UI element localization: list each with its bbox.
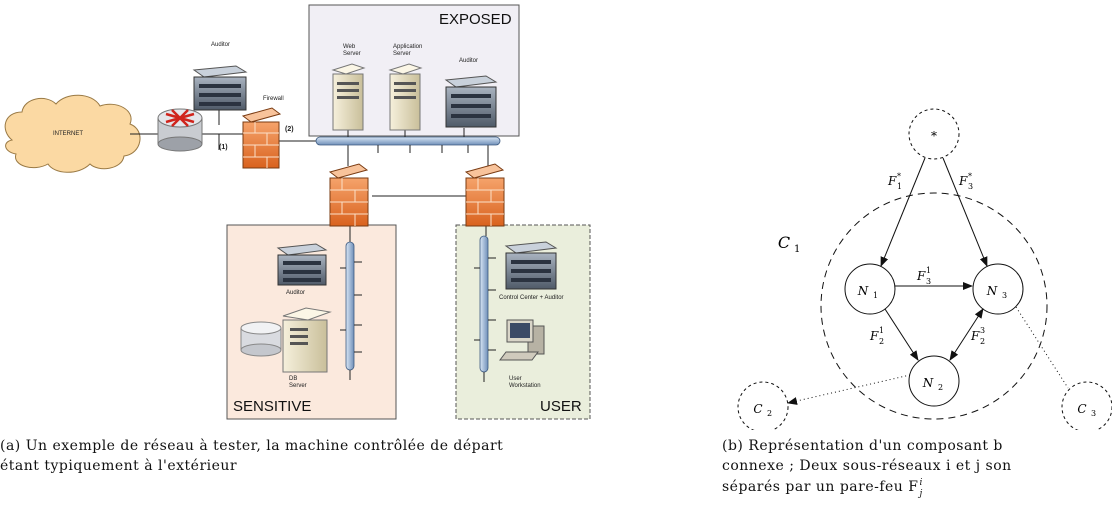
auditor-sensitive-label: Auditor xyxy=(286,290,306,296)
control-center-label: Control Center + Auditor xyxy=(499,295,564,301)
node-n1 xyxy=(844,263,896,315)
component-c2-label: C xyxy=(753,402,762,416)
control-center-icon xyxy=(504,241,558,290)
node-n3-label: N xyxy=(986,284,998,298)
database-icon xyxy=(240,321,282,357)
external-node-label: * xyxy=(931,129,937,143)
caption-b-sub: j xyxy=(919,489,923,499)
application-server-label: Application Server xyxy=(393,44,423,57)
caption-a-line1: (a) Un exemple de réseau à tester, la ma… xyxy=(0,438,504,454)
zone-label-user: USER xyxy=(540,398,582,415)
internet-label: INTERNET xyxy=(53,131,83,137)
user-bus xyxy=(479,235,489,373)
node-n2-label: N xyxy=(922,376,934,390)
zone-label-exposed: EXPOSED xyxy=(439,11,512,28)
edge-f2-1 xyxy=(884,308,919,361)
firewall-sensitive-icon xyxy=(328,163,369,227)
caption-a-line2: étant typiquement à l'extérieur xyxy=(0,458,238,474)
node-n2 xyxy=(908,355,960,407)
auditor-sensitive-icon xyxy=(276,243,328,286)
edge-f3-star xyxy=(942,157,988,267)
caption-b-line2: connexe ; Deux sous-réseaux i et j son xyxy=(722,458,1012,474)
sensitive-bus xyxy=(345,241,355,371)
auditor-exposed-icon xyxy=(444,75,498,128)
edge-f3-1-sub: 3 xyxy=(926,277,931,286)
edge-f2-1-label: F xyxy=(869,329,879,343)
internet-cloud xyxy=(4,94,141,173)
edge-f2-3-sub: 2 xyxy=(980,337,985,346)
component-c1-boundary xyxy=(820,192,1048,420)
node-n3-sub: 3 xyxy=(1002,291,1007,300)
auditor-top-icon xyxy=(192,65,248,111)
db-server-icon xyxy=(282,307,332,373)
edge-to-c2 xyxy=(787,374,911,405)
firewall-user-icon xyxy=(464,163,505,227)
link-1-label: (1) xyxy=(219,144,228,151)
edge-f1-star-label: F xyxy=(887,174,897,188)
application-server-icon xyxy=(388,63,423,131)
edge-f2-1-sub: 2 xyxy=(879,337,884,346)
web-server-label: Web Server xyxy=(343,44,361,57)
component-graph: * N 1 N 3 N 2 C 1 C 2 C 3 F 1 * F 3 * F … xyxy=(737,108,1112,430)
edge-f2-1-sup: 1 xyxy=(879,326,884,335)
network-diagram xyxy=(4,4,591,420)
auditor-exposed-label: Auditor xyxy=(459,58,479,64)
edge-to-c3 xyxy=(1015,306,1069,389)
user-workstation-label: User Workstation xyxy=(509,376,541,389)
edge-f3-star-sub: 3 xyxy=(968,182,973,191)
edge-f3-1-sup: 1 xyxy=(926,266,931,275)
component-c1-sub: 1 xyxy=(794,244,800,255)
node-n1-sub: 1 xyxy=(873,291,878,300)
workstation-icon xyxy=(499,319,545,361)
caption-b-line3-text: séparés par un pare-feu F xyxy=(722,479,919,495)
router-icon xyxy=(157,108,203,152)
edge-f2-3 xyxy=(949,308,984,361)
caption-b-line1: (b) Représentation d'un composant b xyxy=(722,438,1003,454)
db-server-label: DB Server xyxy=(289,376,307,389)
exposed-bus xyxy=(315,136,501,146)
firewall-outer-icon xyxy=(241,107,282,169)
edge-f1-star xyxy=(880,157,926,267)
zone-label-sensitive: SENSITIVE xyxy=(233,398,312,415)
edge-f3-1-label: F xyxy=(916,269,926,283)
caption-b-sup: i xyxy=(919,478,923,488)
link-2-label: (2) xyxy=(285,126,294,133)
component-c1-label: C xyxy=(778,233,790,252)
edge-f2-3-sup: 3 xyxy=(980,326,985,335)
edge-f1-star-sub: 1 xyxy=(897,182,902,191)
auditor-top-label: Auditor xyxy=(211,42,231,48)
component-c3-label: C xyxy=(1077,402,1086,416)
node-n1-label: N xyxy=(857,284,869,298)
edge-f1-star-sup: * xyxy=(897,172,901,181)
component-c3-sub: 3 xyxy=(1091,409,1096,418)
edge-f3-star-sup: * xyxy=(968,172,972,181)
component-c2 xyxy=(737,381,789,430)
node-n2-sub: 2 xyxy=(938,383,943,392)
node-n3 xyxy=(972,263,1024,315)
component-c3 xyxy=(1061,381,1112,430)
edge-f3-star-label: F xyxy=(958,174,968,188)
web-server-icon xyxy=(331,63,366,131)
external-node xyxy=(908,108,960,160)
component-c2-sub: 2 xyxy=(767,409,772,418)
firewall-label: Firewall xyxy=(263,96,284,102)
edge-f2-3-label: F xyxy=(970,329,980,343)
